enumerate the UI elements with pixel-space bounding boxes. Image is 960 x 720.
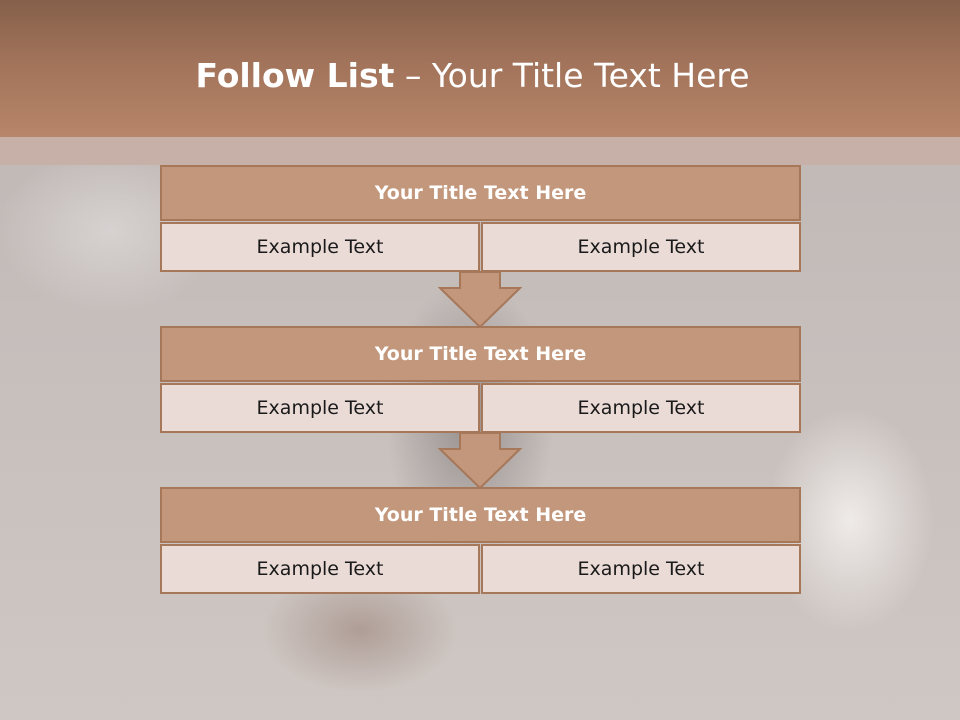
block-cell-right: Example Text xyxy=(481,383,801,433)
title-banner-strip xyxy=(0,137,960,165)
block-title: Your Title Text Here xyxy=(160,326,801,382)
block-cell-left: Example Text xyxy=(160,383,480,433)
slide-title-rest: – Your Title Text Here xyxy=(394,56,750,95)
block-row: Example Text Example Text xyxy=(160,544,801,594)
block-cell-right: Example Text xyxy=(481,222,801,272)
block-cell-right: Example Text xyxy=(481,544,801,594)
slide-title-bold: Follow List xyxy=(195,56,395,95)
list-block-3: Your Title Text Here Example Text Exampl… xyxy=(160,487,801,594)
list-block-2: Your Title Text Here Example Text Exampl… xyxy=(160,326,801,433)
block-row: Example Text Example Text xyxy=(160,222,801,272)
block-row: Example Text Example Text xyxy=(160,383,801,433)
block-cell-left: Example Text xyxy=(160,222,480,272)
block-cell-left: Example Text xyxy=(160,544,480,594)
slide-title: Follow List – Your Title Text Here xyxy=(0,56,945,96)
down-arrow-icon xyxy=(438,271,522,329)
list-block-1: Your Title Text Here Example Text Exampl… xyxy=(160,165,801,272)
block-title: Your Title Text Here xyxy=(160,487,801,543)
down-arrow-icon xyxy=(438,432,522,490)
block-title: Your Title Text Here xyxy=(160,165,801,221)
title-banner xyxy=(0,0,960,137)
